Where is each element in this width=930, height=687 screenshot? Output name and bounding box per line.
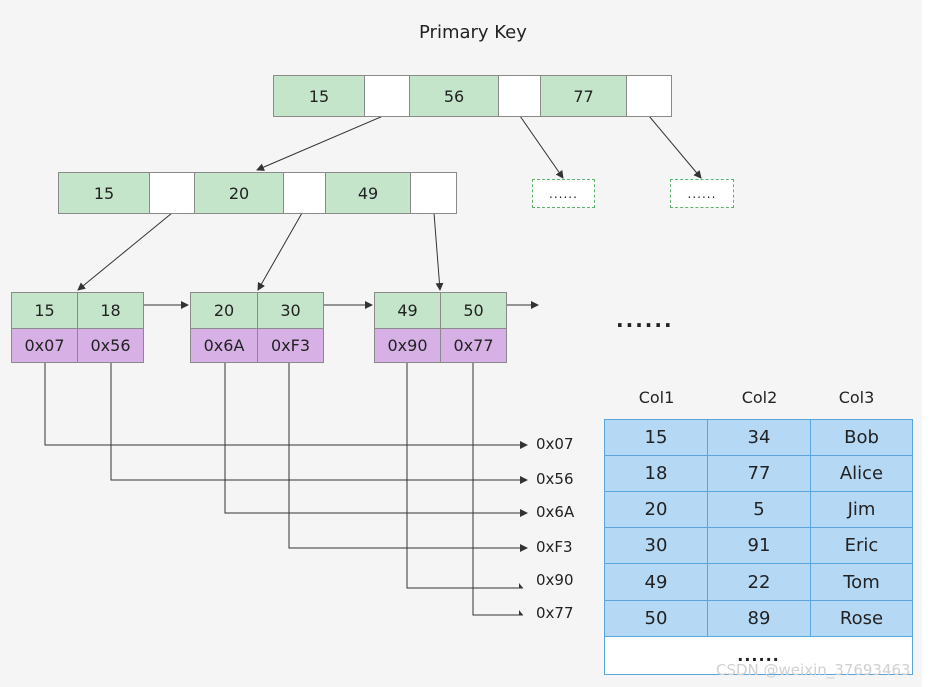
address-label-3: 0x6A: [536, 503, 575, 521]
column-header-3: Col3: [838, 388, 875, 407]
leaf-3-key-1: 49: [374, 292, 441, 329]
level1-to-leaf-2-edge: [257, 212, 303, 291]
leaf-2-key-1: 20: [190, 292, 258, 329]
placeholder-node-1: ......: [532, 179, 595, 208]
placeholder-node-2: ......: [670, 179, 734, 208]
addr-pointer-0x77: [472, 362, 523, 616]
table-cell: 5: [707, 491, 811, 528]
internal-pointer-1: [149, 172, 195, 214]
table-footer-ellipsis: ......: [604, 636, 913, 675]
leaf-1-key-2: 18: [77, 292, 144, 329]
leaf-1-addr-2: 0x56: [77, 328, 144, 363]
addr-pointer-0x07: [44, 362, 528, 449]
table-cell: 77: [707, 455, 811, 492]
table-cell: 91: [707, 527, 811, 564]
table-cell: 20: [604, 491, 708, 528]
table-cell: 18: [604, 455, 708, 492]
address-label-6: 0x77: [536, 604, 574, 622]
address-label-1: 0x07: [536, 435, 574, 453]
leaf-1-key-1: 15: [11, 292, 78, 329]
table-cell: Jim: [810, 491, 913, 528]
leaf-1-addr-1: 0x07: [11, 328, 78, 363]
level1-to-leaf-1-edge: [77, 212, 173, 291]
table-cell: 30: [604, 527, 708, 564]
addr-pointer-0x90: [406, 362, 523, 589]
addr-pointer-0x56: [110, 362, 528, 484]
table-cell: 50: [604, 600, 708, 637]
table-cell: 22: [707, 563, 811, 601]
column-header-1: Col1: [638, 388, 675, 407]
table-cell: Bob: [810, 419, 913, 456]
address-label-2: 0x56: [536, 470, 574, 488]
leaf-3-key-2: 50: [440, 292, 507, 329]
addr-pointer-0x6A: [224, 362, 528, 517]
root-pointer-2: [498, 75, 541, 117]
column-header-2: Col2: [741, 388, 778, 407]
internal-key-1: 15: [58, 172, 150, 214]
level1-to-leaf-3-edge: [433, 212, 444, 291]
table-cell: Tom: [810, 563, 913, 601]
leaf-2-key-2: 30: [257, 292, 324, 329]
internal-key-2: 20: [194, 172, 284, 214]
root-pointer-1: [364, 75, 410, 117]
diagram-title: Primary Key: [419, 22, 527, 43]
leaf-2-addr-1: 0x6A: [190, 328, 258, 363]
root-to-placeholder-2-edge: [648, 115, 702, 179]
address-label-5: 0x90: [536, 571, 574, 589]
address-label-4: 0xF3: [536, 538, 573, 556]
root-to-placeholder-1-edge: [519, 115, 564, 179]
table-cell: 89: [707, 600, 811, 637]
internal-pointer-2: [283, 172, 326, 214]
root-key-3: 77: [540, 75, 627, 117]
leaf-2-addr-2: 0xF3: [257, 328, 324, 363]
watermark: CSDN @weixin_37693463: [716, 661, 911, 679]
internal-key-3: 49: [325, 172, 411, 214]
table-cell: Rose: [810, 600, 913, 637]
root-key-2: 56: [409, 75, 499, 117]
table-cell: 49: [604, 563, 708, 601]
leaf-ellipsis: ......: [616, 308, 674, 332]
table-cell: Eric: [810, 527, 913, 564]
root-pointer-3: [626, 75, 672, 117]
table-cell: 15: [604, 419, 708, 456]
root-to-level1-edge: [256, 115, 384, 171]
internal-pointer-3: [410, 172, 457, 214]
addr-pointer-0xF3: [288, 362, 528, 552]
leaf-3-addr-1: 0x90: [374, 328, 441, 363]
table-cell: Alice: [810, 455, 913, 492]
table-cell: 34: [707, 419, 811, 456]
root-key-1: 15: [273, 75, 365, 117]
leaf-3-addr-2: 0x77: [440, 328, 507, 363]
